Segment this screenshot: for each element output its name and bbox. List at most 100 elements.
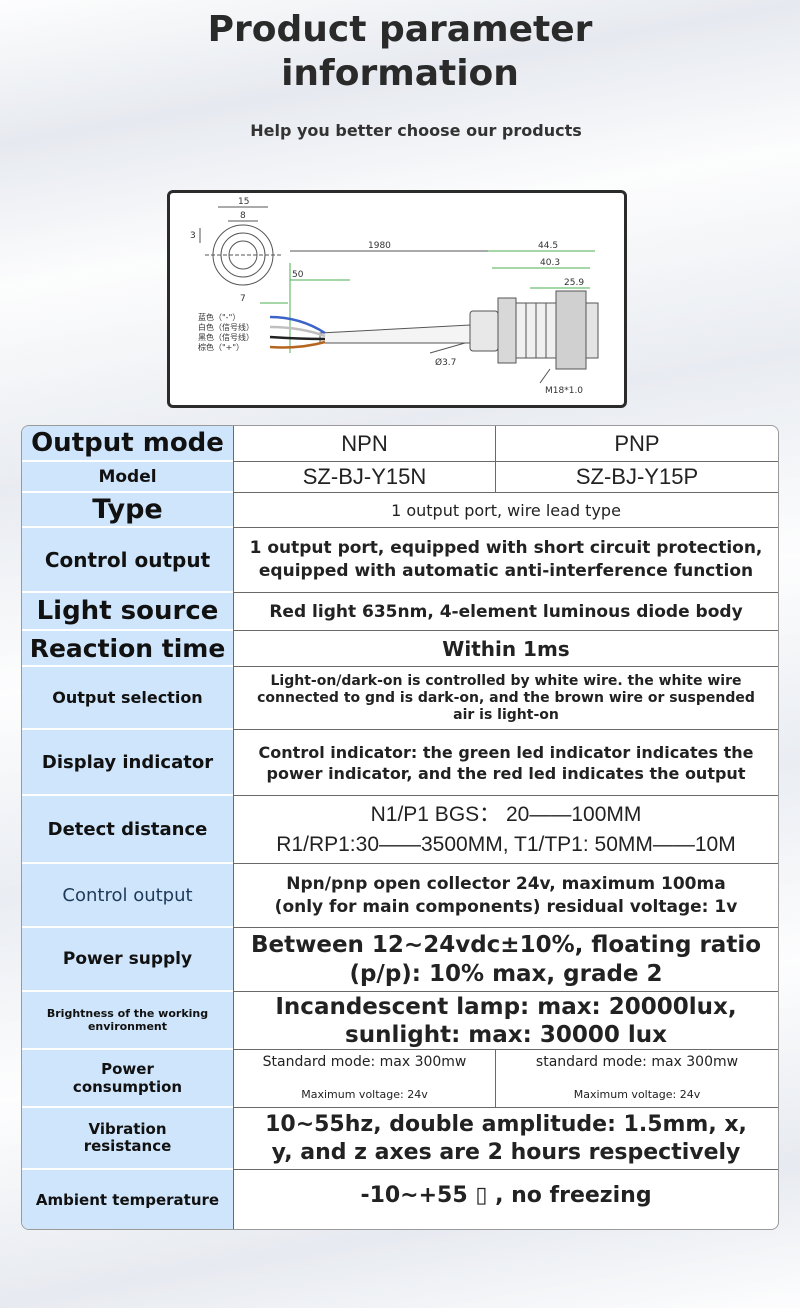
wire-label-brown: 棕色（"+"）	[198, 342, 244, 352]
row-reaction-time: Reaction time Within 1ms	[22, 631, 778, 667]
value-line: R1/RP1:30——3500MM, T1/TP1: 50MM——10M	[276, 832, 736, 856]
wire-blue	[269, 315, 326, 335]
npn-value: NPN	[233, 426, 495, 462]
wire-label-black: 黑色（信号线）	[198, 332, 254, 342]
label-line: consumption	[72, 1078, 183, 1096]
row-output-mode: Output mode NPN PNP	[22, 426, 778, 462]
label-line: Brightness of the working	[46, 1007, 209, 1020]
value-line: equipped with automatic anti-interferenc…	[258, 561, 754, 581]
strain-relief	[469, 310, 499, 352]
row-value: 10~55hz, double amplitude: 1.5mm, x, y, …	[233, 1108, 778, 1170]
row-label: Vibration resistance	[22, 1108, 233, 1170]
value-line: air is light-on	[453, 706, 559, 723]
value-line: Npn/pnp open collector 24v, maximum 100m…	[286, 873, 726, 894]
row-value: Light-on/dark-on is controlled by white …	[233, 667, 778, 730]
row-type: Type 1 output port, wire lead type	[22, 493, 778, 528]
sensor-drawing-svg: 15 8 3 1980 44.5 40.3 25.9 50 7 Ø3.7 M18…	[190, 197, 599, 396]
dim-label: 44.5	[538, 241, 558, 251]
row-value: Within 1ms	[233, 631, 778, 667]
dim-label: 1980	[368, 241, 391, 251]
value-line: (only for main components) residual volt…	[274, 896, 738, 917]
row-ambient-temperature: Ambient temperature -10~+55 ▯ , no freez…	[22, 1170, 778, 1229]
dim-label: M18*1.0	[545, 386, 583, 396]
wire-label-blue: 蓝色（"-"）	[198, 312, 240, 322]
row-detect-distance: Detect distance N1/P1 BGS： 20——100MM R1/…	[22, 796, 778, 864]
row-control-output: Control output 1 output port, equipped w…	[22, 528, 778, 593]
row-model: Model SZ-BJ-Y15N SZ-BJ-Y15P	[22, 462, 778, 493]
page-title: Product parameter information	[0, 8, 800, 96]
row-display-indicator: Display indicator Control indicator: the…	[22, 730, 778, 796]
label-line: environment	[87, 1020, 168, 1033]
row-label: Display indicator	[22, 730, 233, 796]
row-label: Control output	[22, 528, 233, 593]
row-value: Red light 635nm, 4-element luminous diod…	[233, 593, 778, 631]
row-label: Type	[22, 493, 233, 528]
value-line: sunlight: max: 30000 lux	[345, 1021, 667, 1048]
row-label: Output mode	[22, 426, 233, 462]
row-vibration: Vibration resistance 10~55hz, double amp…	[22, 1108, 778, 1170]
row-label: Power supply	[22, 928, 233, 992]
value-line: y, and z axes are 2 hours respectively	[271, 1139, 741, 1165]
npn-power-sub: Maximum voltage: 24v	[301, 1088, 428, 1101]
row-value: Between 12~24vdc±10%, floating ratio (p/…	[233, 928, 778, 992]
pnp-power-main: standard mode: max 300mw	[535, 1054, 739, 1070]
value-line: Incandescent lamp: max: 20000lux,	[275, 993, 737, 1020]
value-line: connected to gnd is dark-on, and the bro…	[257, 689, 755, 706]
pnp-power-sub: Maximum voltage: 24v	[573, 1088, 701, 1101]
row-output-selection: Output selection Light-on/dark-on is con…	[22, 667, 778, 730]
cable-jacket	[319, 324, 471, 344]
row-label: Light source	[22, 593, 233, 631]
page-subtitle: Help you better choose our products	[250, 121, 582, 140]
row-label: Control output	[22, 864, 233, 928]
row-value: Incandescent lamp: max: 20000lux, sunlig…	[233, 992, 778, 1050]
wire-brown	[269, 340, 326, 349]
title-line-1: Product parameter	[207, 9, 593, 50]
dim-label: 15	[238, 197, 249, 207]
npn-model: SZ-BJ-Y15N	[233, 462, 495, 493]
row-power-supply: Power supply Between 12~24vdc±10%, float…	[22, 928, 778, 992]
pnp-power: standard mode: max 300mw Maximum voltage…	[495, 1050, 778, 1108]
row-control-output-2: Control output Npn/pnp open collector 24…	[22, 864, 778, 928]
row-value: 1 output port, wire lead type	[233, 493, 778, 528]
dim-label: 7	[240, 294, 246, 304]
parameter-table: Output mode NPN PNP Model SZ-BJ-Y15N SZ-…	[21, 425, 779, 1230]
row-label: Brightness of the working environment	[22, 992, 233, 1050]
row-value: -10~+55 ▯ , no freezing	[233, 1170, 778, 1229]
label-line: Power	[101, 1060, 154, 1078]
dim-label: Ø3.7	[435, 357, 456, 368]
label-line: resistance	[83, 1137, 172, 1155]
value-line: 1 output port, equipped with short circu…	[249, 538, 763, 558]
row-light-source: Light source Red light 635nm, 4-element …	[22, 593, 778, 631]
npn-power: Standard mode: max 300mw Maximum voltage…	[233, 1050, 495, 1108]
dim-label: 40.3	[540, 258, 560, 268]
pnp-value: PNP	[495, 426, 778, 462]
leader-m18	[539, 368, 551, 384]
value-line: power indicator, and the red led indicat…	[266, 763, 746, 783]
value-line: Control indicator: the green led indicat…	[258, 742, 754, 762]
row-label: Output selection	[22, 667, 233, 730]
row-power-consumption: Power consumption Standard mode: max 300…	[22, 1050, 778, 1108]
dimension-drawing: 15 8 3 1980 44.5 40.3 25.9 50 7 Ø3.7 M18…	[167, 190, 627, 408]
row-label: Power consumption	[22, 1050, 233, 1108]
dim-label: 50	[292, 270, 304, 280]
row-value: N1/P1 BGS： 20——100MM R1/RP1:30——3500MM, …	[233, 796, 778, 864]
row-label: Ambient temperature	[22, 1170, 233, 1229]
dim-label: 25.9	[564, 278, 584, 288]
wire-black	[269, 335, 326, 341]
wire-label-white: 白色（信号线）	[198, 322, 254, 332]
sensor-nut-1	[497, 297, 517, 364]
row-brightness: Brightness of the working environment In…	[22, 992, 778, 1050]
pnp-model: SZ-BJ-Y15P	[495, 462, 778, 493]
npn-power-main: Standard mode: max 300mw	[262, 1054, 467, 1070]
row-label: Model	[22, 462, 233, 493]
value-line: 10~55hz, double amplitude: 1.5mm, x,	[265, 1111, 747, 1137]
sensor-head	[585, 302, 599, 359]
value-line: Between 12~24vdc±10%, floating ratio	[250, 931, 762, 958]
row-value: Npn/pnp open collector 24v, maximum 100m…	[233, 864, 778, 928]
leader-d37	[429, 342, 466, 354]
dim-label: 3	[190, 231, 196, 241]
row-value: 1 output port, equipped with short circu…	[233, 528, 778, 593]
sensor-nut-2	[555, 290, 587, 370]
value-line: Light-on/dark-on is controlled by white …	[270, 672, 742, 689]
wire-white	[269, 325, 326, 338]
